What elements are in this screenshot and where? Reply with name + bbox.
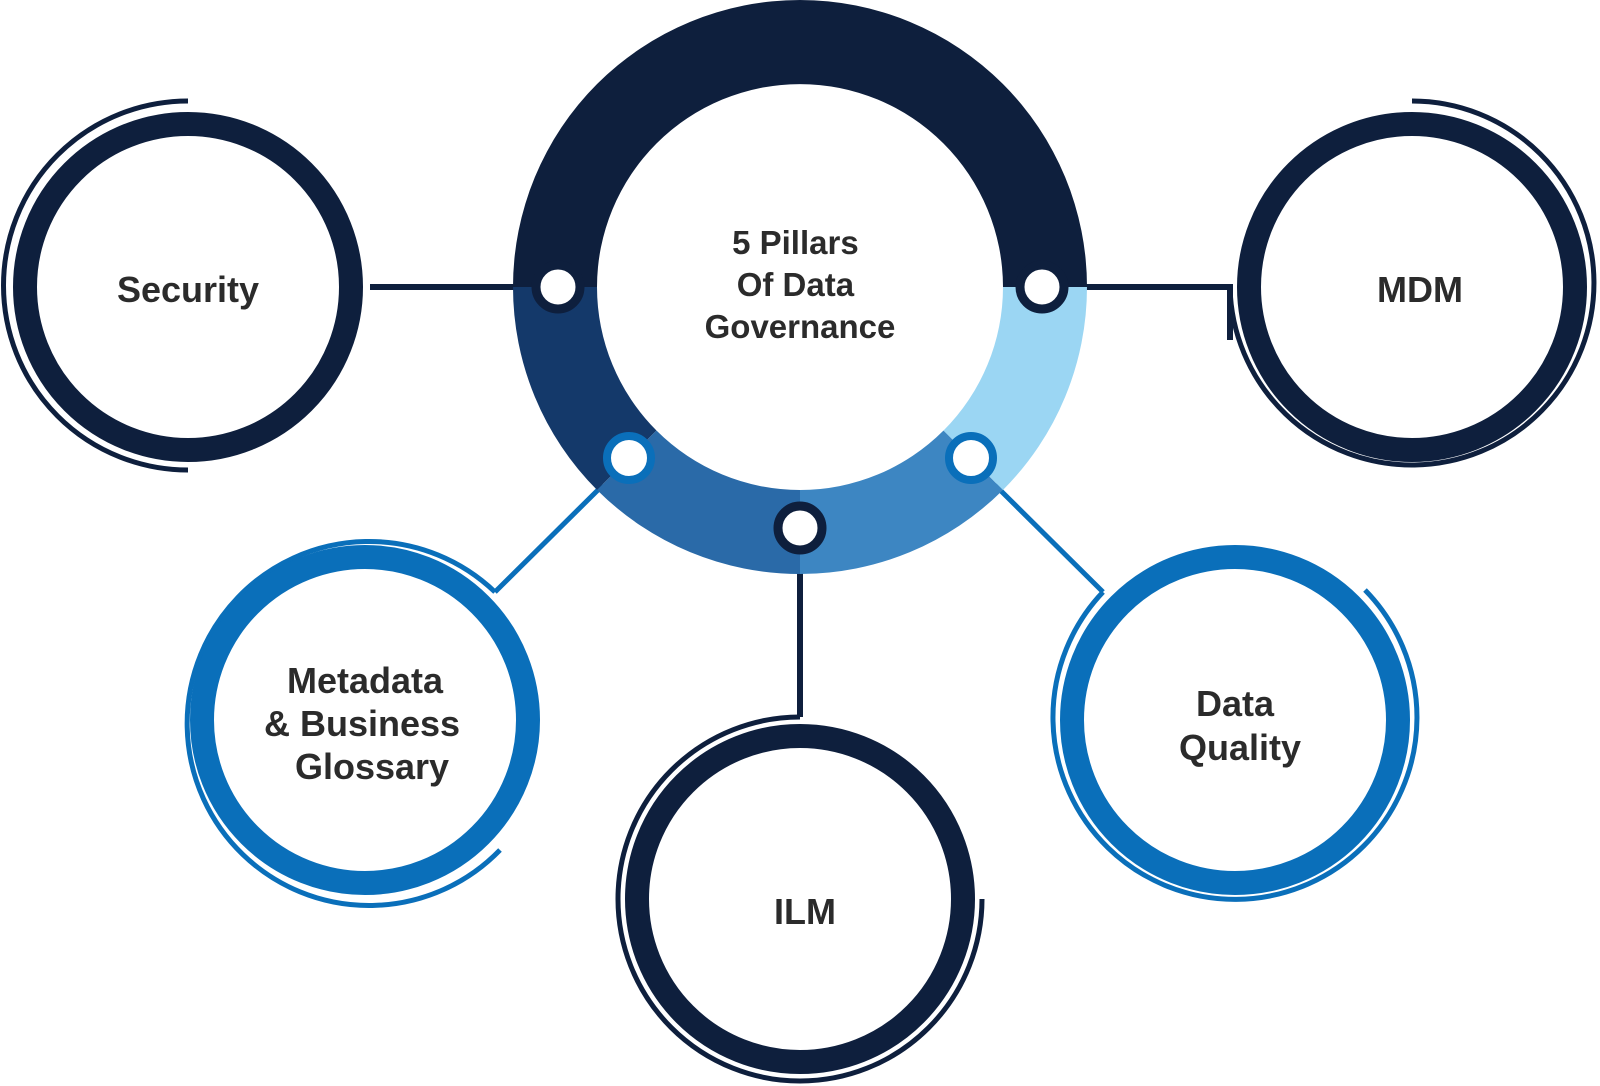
metadata-outer-arc [184,539,502,908]
mdm-label-line-1: MDM [1377,269,1463,310]
security-ring [13,112,363,462]
center-title: 5 Pillars Of Data Governance [705,224,896,345]
mdm-outer-arc [1227,98,1597,468]
node-dot-metadata [603,432,655,484]
data-quality-label-line-2: Quality [1179,727,1301,768]
metadata-label-line-1: Metadata [287,660,444,701]
center-hub: 5 Pillars Of Data Governance [513,0,1087,574]
connectors [370,284,1233,717]
hub-ring-top [513,0,1087,287]
node-dot-data-quality [945,432,997,484]
mdm-ring [1237,112,1587,462]
center-title-line-3: Governance [705,308,896,345]
ilm-outer-arc [615,714,985,1084]
node-dot-security [531,260,585,314]
connector-mdm [1080,284,1233,340]
data-quality-ring [1060,545,1410,895]
data-quality-label: Data Quality [1179,683,1301,768]
security-outer-arc [1,98,189,473]
center-title-line-1: 5 Pillars [732,224,859,261]
metadata-label-line-2: & Business [264,703,460,744]
data-quality-outer-arc [1050,588,1420,902]
metadata-label: Metadata & Business Glossary [264,660,470,787]
hub-inner-circle [602,89,998,485]
metadata-ring [190,545,540,895]
metadata-label-line-3: Glossary [295,746,449,787]
security-label: Security [117,269,259,310]
pillar-data-quality: Data Quality [1050,545,1420,902]
pillar-metadata: Metadata & Business Glossary [184,539,540,908]
data-quality-label-line-1: Data [1196,683,1275,724]
pillar-security: Security [1,98,363,473]
ilm-label-line-1: ILM [774,891,836,932]
security-label-line-1: Security [117,269,259,310]
connector-data-quality [993,483,1105,594]
mdm-label: MDM [1377,269,1463,310]
pillar-ilm: ILM [615,714,985,1084]
ilm-label: ILM [774,891,836,932]
node-dot-mdm [1015,260,1069,314]
ilm-ring [625,724,975,1074]
pillar-mdm: MDM [1227,98,1597,468]
connector-metadata [493,483,605,594]
center-title-line-2: Of Data [737,266,855,303]
node-dot-ilm [773,501,827,555]
